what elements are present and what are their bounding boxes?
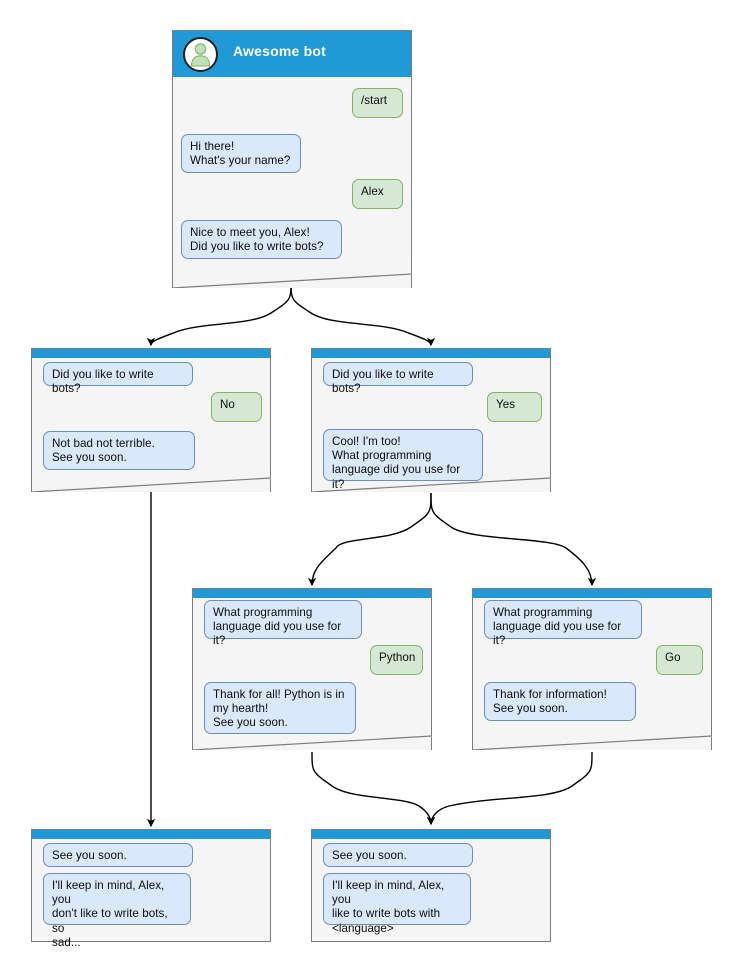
node-slanted-bottom	[31, 462, 271, 492]
person-avatar-icon	[183, 37, 218, 72]
edge-go-to-end-happy	[426, 751, 593, 826]
message-bubble-user[interactable]: Yes	[487, 392, 542, 422]
message-bubble-bot[interactable]: Not bad not terrible. See you soon.	[43, 431, 195, 470]
node-slanted-bottom	[172, 258, 412, 288]
message-bubble-bot[interactable]: Thank for all! Python is in my hearth! S…	[204, 682, 356, 734]
message-bubble-bot[interactable]: I'll keep in mind, Alex, you like to wri…	[323, 873, 471, 935]
node-header-bar	[312, 830, 550, 839]
edge-python-to-end-happy	[311, 751, 436, 826]
message-bubble-bot[interactable]: Thank for information! See you soon.	[484, 682, 636, 721]
message-bubble-bot[interactable]: See you soon.	[43, 843, 193, 867]
message-bubble-bot[interactable]: See you soon.	[323, 843, 473, 867]
node-root-conversation[interactable]: Awesome bot /start Hi there! What's your…	[172, 30, 412, 288]
node-header-bar	[473, 589, 711, 598]
message-bubble-user[interactable]: Alex	[352, 179, 403, 209]
node-end-sad[interactable]: See you soon. I'll keep in mind, Alex, y…	[31, 829, 271, 949]
node-answer-python[interactable]: What programming language did you use fo…	[192, 588, 432, 750]
node-answer-yes[interactable]: Did you like to write bots? Yes Cool! I'…	[311, 348, 551, 492]
message-bubble-bot[interactable]: I'll keep in mind, Alex, you don't like …	[43, 873, 191, 949]
message-bubble-bot[interactable]: What programming language did you use fo…	[204, 600, 362, 647]
edge-root-to-no	[146, 280, 292, 347]
node-header-bar	[312, 349, 550, 358]
node-slanted-bottom	[472, 720, 712, 750]
message-bubble-user[interactable]: /start	[352, 88, 403, 118]
node-answer-go[interactable]: What programming language did you use fo…	[472, 588, 712, 750]
bot-name-title: Awesome bot	[233, 43, 326, 59]
message-bubble-bot[interactable]: Hi there! What's your name?	[181, 134, 301, 173]
node-answer-no[interactable]: Did you like to write bots? No Not bad n…	[31, 348, 271, 492]
message-bubble-user[interactable]: Python	[370, 645, 423, 675]
node-header-bar	[32, 349, 270, 358]
message-bubble-bot[interactable]: Did you like to write bots?	[323, 362, 473, 395]
message-bubble-bot[interactable]: Cool! I'm too! What programming language…	[323, 429, 483, 491]
edge-yes-to-go	[430, 492, 597, 587]
message-bubble-bot[interactable]: Nice to meet you, Alex! Did you like to …	[181, 220, 342, 259]
node-header-bar: Awesome bot	[173, 31, 411, 77]
node-header-bar	[193, 589, 431, 598]
node-slanted-bottom	[192, 720, 432, 750]
node-end-happy[interactable]: See you soon. I'll keep in mind, Alex, y…	[311, 829, 551, 942]
message-bubble-bot[interactable]: Did you like to write bots?	[43, 362, 193, 395]
message-bubble-user[interactable]: No	[211, 392, 262, 422]
edge-root-to-yes	[290, 280, 436, 347]
message-bubble-bot[interactable]: What programming language did you use fo…	[484, 600, 642, 647]
node-header-bar	[32, 830, 270, 839]
message-bubble-user[interactable]: Go	[656, 645, 703, 675]
node-slanted-bottom	[311, 462, 551, 492]
edge-yes-to-python	[307, 492, 432, 587]
